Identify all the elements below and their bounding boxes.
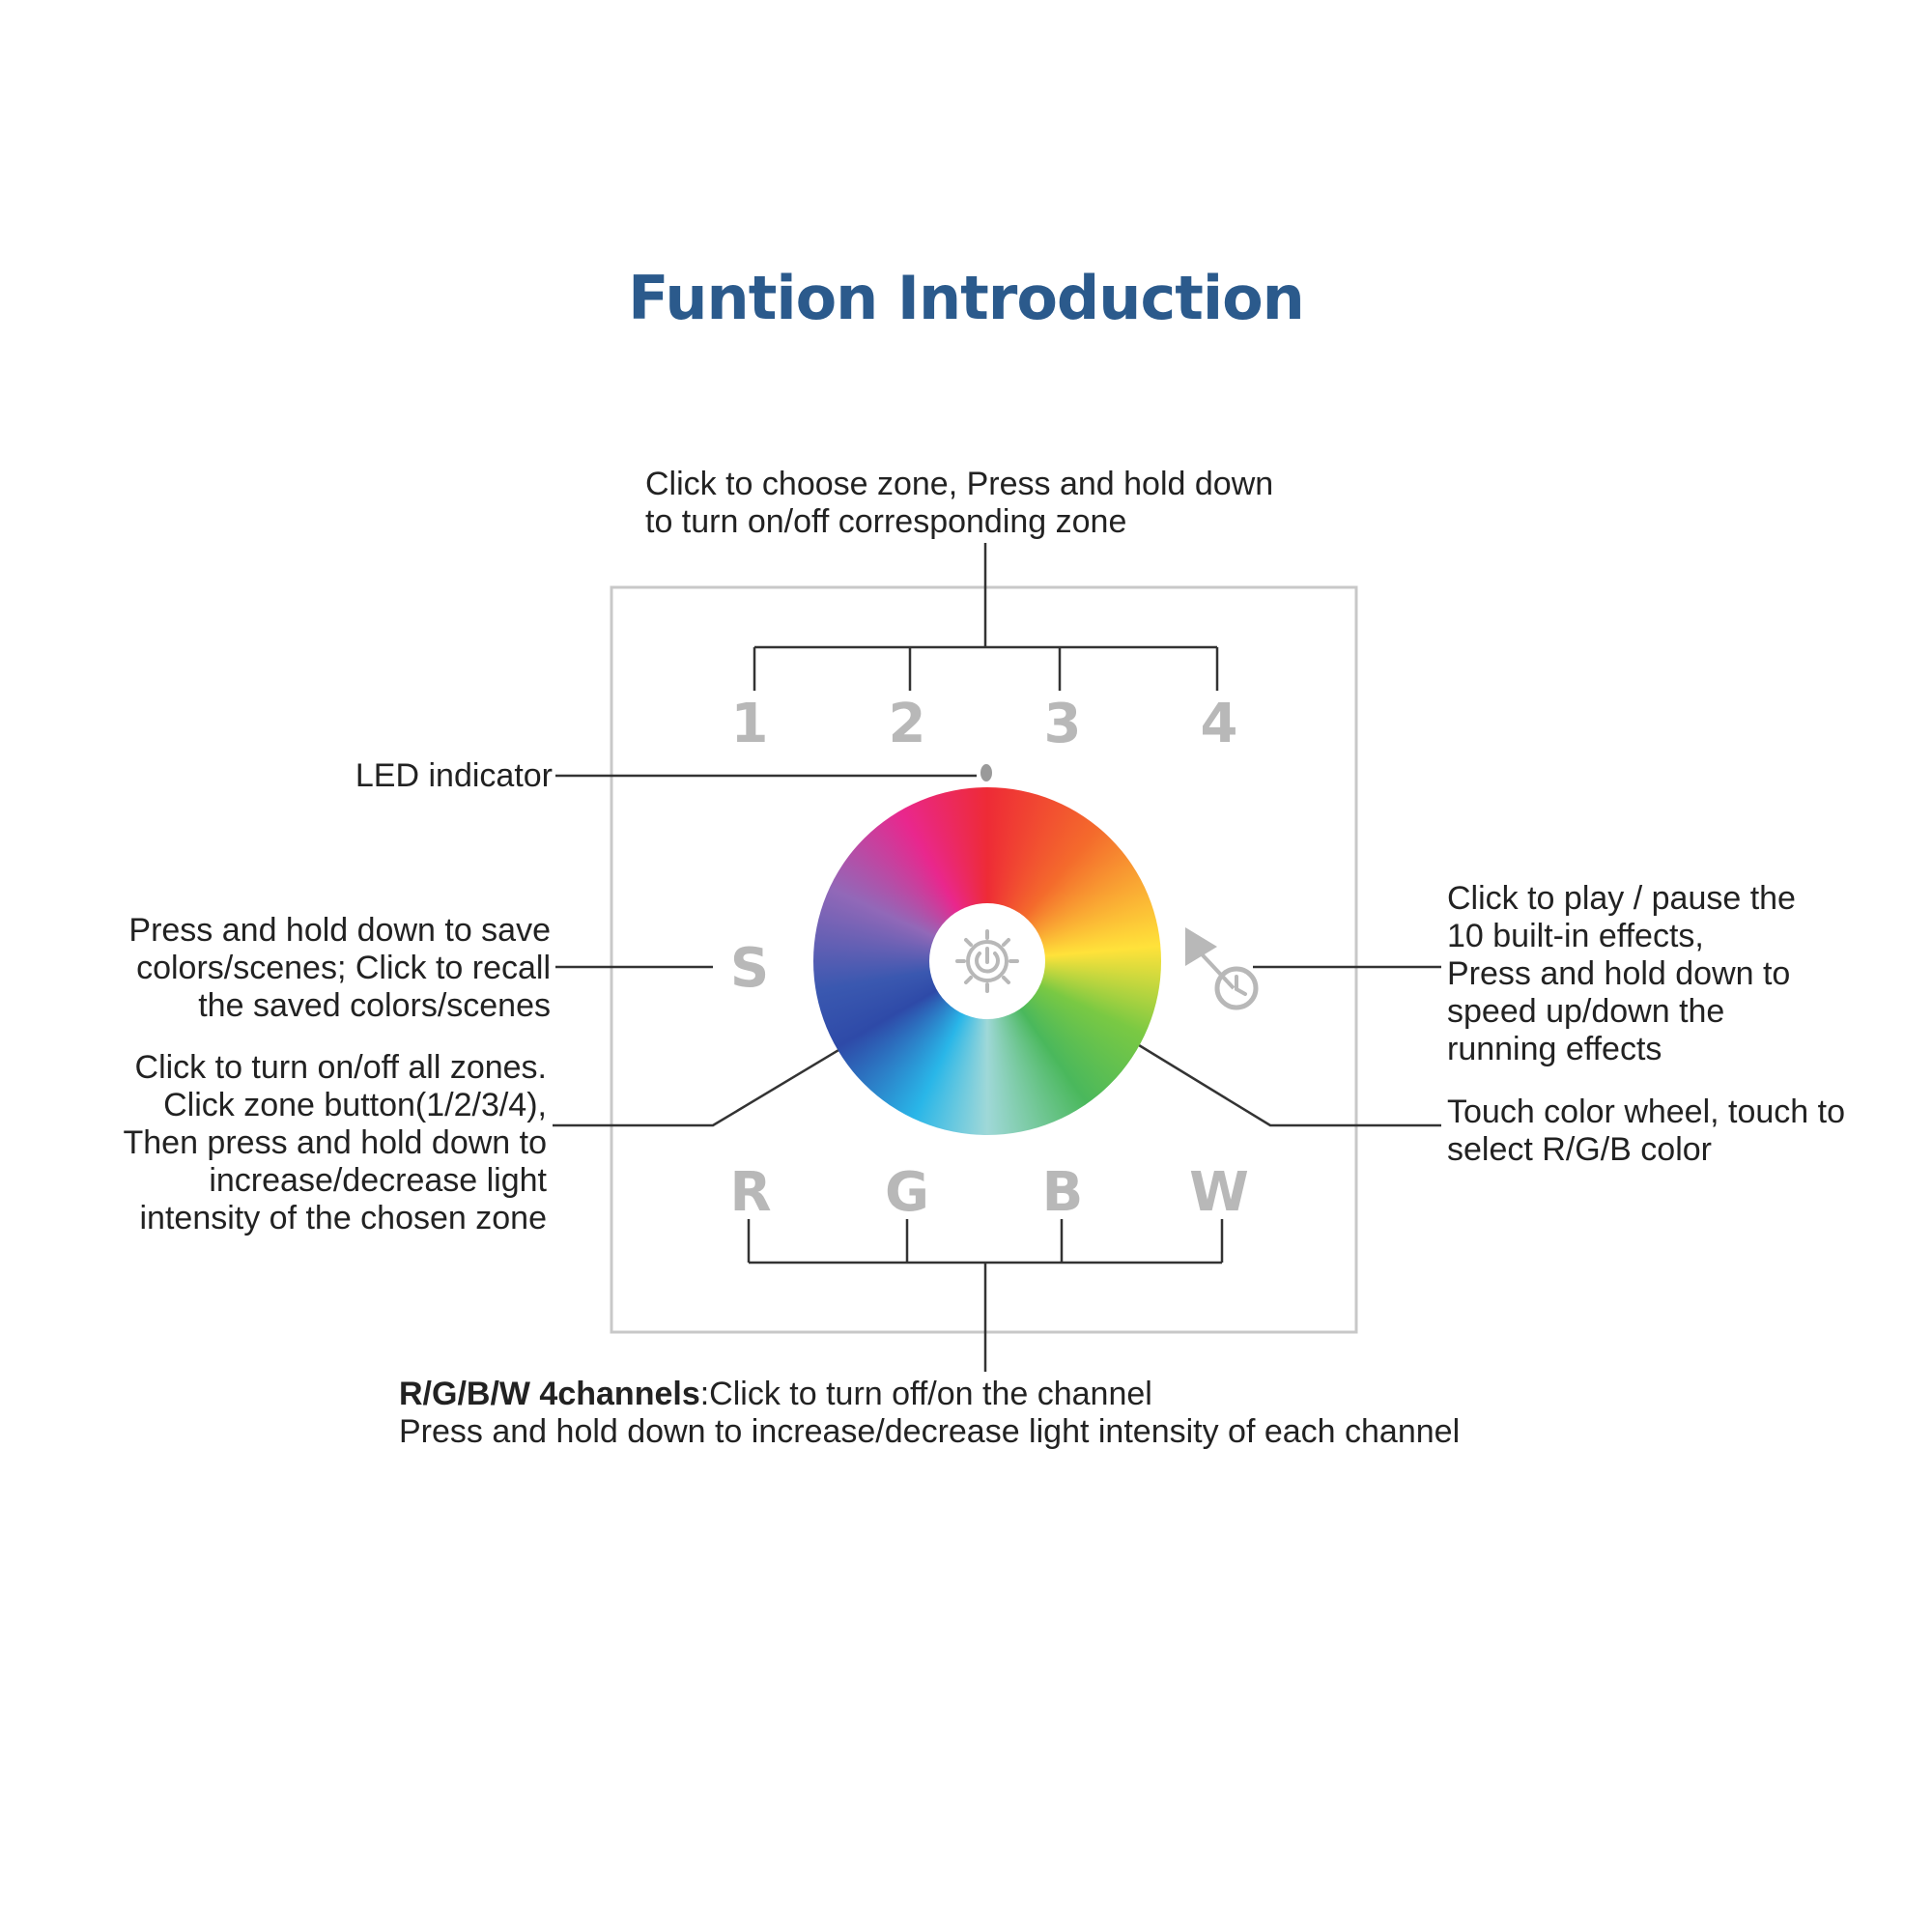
power-annotation-line: intensity of the chosen zone bbox=[139, 1200, 548, 1236]
channels-annotation: R/G/B/W 4channels:Click to turn off/on t… bbox=[399, 1376, 1460, 1451]
zone-annotation-line: to turn on/off corresponding zone bbox=[645, 503, 1127, 540]
save-annotation: Press and hold down to save colors/scene… bbox=[128, 912, 551, 1025]
zone-button-3[interactable]: 3 bbox=[1043, 693, 1082, 755]
play-timer-icon[interactable] bbox=[1180, 923, 1267, 1014]
led-annotation-line: LED indicator bbox=[355, 757, 553, 794]
channel-button-r[interactable]: R bbox=[729, 1161, 772, 1224]
power-annotation-line: Click to turn on/off all zones. bbox=[134, 1049, 547, 1086]
leader-lines bbox=[553, 774, 1441, 1127]
led-indicator bbox=[980, 764, 992, 781]
channel-bracket bbox=[747, 1219, 1224, 1372]
wheel-annotation-line: Touch color wheel, touch to bbox=[1447, 1094, 1846, 1130]
led-annotation: LED indicator bbox=[355, 757, 553, 795]
power-annotation-line: Click zone button(1/2/3/4), bbox=[163, 1087, 547, 1123]
play-annotation-line: running effects bbox=[1447, 1031, 1662, 1067]
save-annotation-line: Press and hold down to save bbox=[128, 912, 551, 949]
zone-annotation: Click to choose zone, Press and hold dow… bbox=[645, 466, 1273, 541]
play-annotation-line: speed up/down the bbox=[1447, 993, 1725, 1030]
scene-button[interactable]: S bbox=[729, 937, 770, 1000]
panel-frame bbox=[610, 585, 1358, 1334]
channel-button-g[interactable]: G bbox=[885, 1161, 929, 1224]
power-annotation: Click to turn on/off all zones. Click zo… bbox=[123, 1049, 547, 1237]
channels-title: R/G/B/W 4channels bbox=[399, 1376, 700, 1412]
channel-button-b[interactable]: B bbox=[1041, 1161, 1084, 1224]
play-annotation-line: Click to play / pause the bbox=[1447, 880, 1796, 917]
zone-button-2[interactable]: 2 bbox=[888, 693, 926, 755]
zone-annotation-line: Click to choose zone, Press and hold dow… bbox=[645, 466, 1274, 502]
play-annotation-line: 10 built-in effects, bbox=[1447, 918, 1704, 954]
wheel-annotation-line: select R/G/B color bbox=[1447, 1131, 1712, 1168]
channels-annotation-line: Press and hold down to increase/decrease… bbox=[399, 1413, 1461, 1450]
channels-desc: :Click to turn off/on the channel bbox=[699, 1376, 1152, 1412]
wheel-annotation: Touch color wheel, touch to select R/G/B… bbox=[1447, 1094, 1845, 1169]
save-annotation-line: colors/scenes; Click to recall bbox=[136, 950, 551, 986]
zone-bracket bbox=[753, 543, 1219, 691]
play-annotation: Click to play / pause the 10 built-in ef… bbox=[1447, 880, 1796, 1068]
page-title: Funtion Introduction bbox=[628, 263, 1305, 333]
channel-button-w[interactable]: W bbox=[1189, 1161, 1249, 1224]
zone-button-4[interactable]: 4 bbox=[1200, 693, 1238, 755]
channels-annotation-line: R/G/B/W 4channels:Click to turn off/on t… bbox=[399, 1376, 1460, 1413]
power-icon[interactable] bbox=[952, 925, 1023, 997]
zone-button-1[interactable]: 1 bbox=[730, 693, 769, 755]
save-annotation-line: the saved colors/scenes bbox=[198, 987, 551, 1024]
play-annotation-line: Press and hold down to bbox=[1447, 955, 1791, 992]
power-annotation-line: increase/decrease light bbox=[209, 1162, 547, 1199]
power-annotation-line: Then press and hold down to bbox=[123, 1124, 547, 1161]
